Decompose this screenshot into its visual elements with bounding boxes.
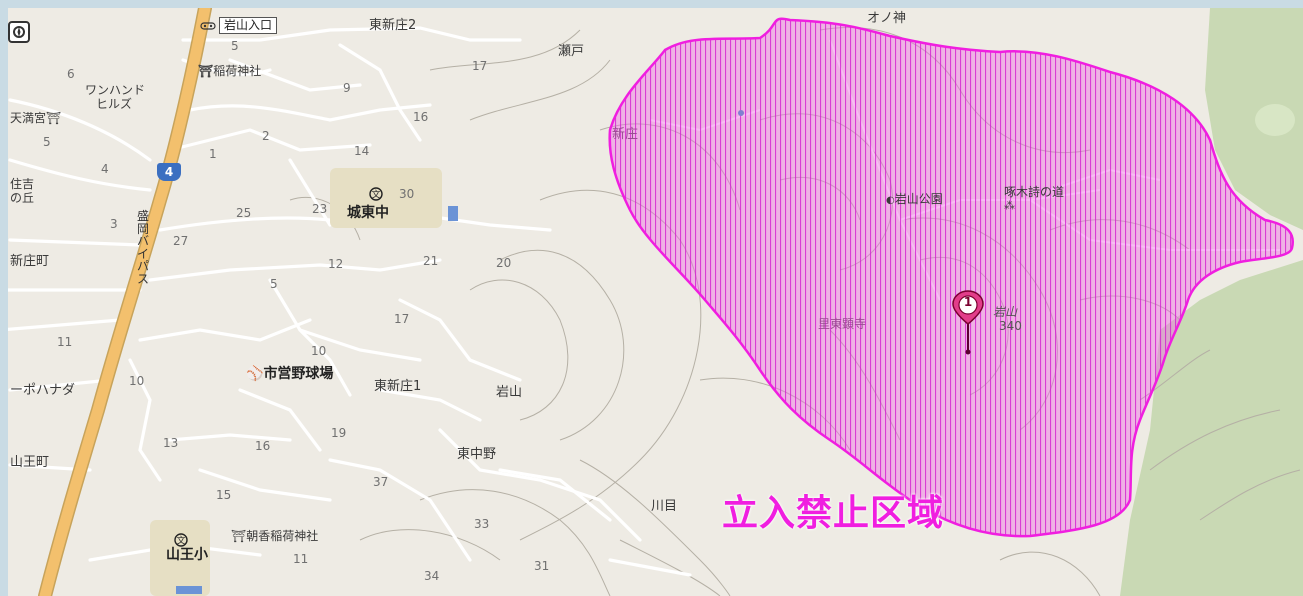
block-number: 16	[413, 110, 429, 124]
shrine-label[interactable]: 天満宮⛩	[10, 112, 61, 124]
school-marker[interactable]: 文	[174, 532, 188, 551]
route-shield-number: 4	[164, 165, 174, 179]
block-number: 34	[424, 569, 440, 583]
torii-icon: ⛩	[46, 111, 62, 125]
block-number: 13	[163, 436, 179, 450]
facility-name: 市営野球場	[263, 366, 334, 382]
block-number: 10	[311, 344, 327, 358]
pin-icon	[952, 290, 984, 355]
torii-icon: ⛩	[231, 529, 247, 543]
compass-toggle-icon	[13, 26, 25, 38]
school-label[interactable]: 城東中	[347, 205, 389, 221]
forest-clearing	[1255, 104, 1295, 136]
block-number: 1	[209, 147, 217, 161]
park-icon: ◐	[886, 195, 895, 206]
place-label[interactable]: 山王町	[10, 455, 50, 470]
block-number: 19	[331, 426, 347, 440]
trail-label[interactable]: 啄木詩の道	[1004, 185, 1065, 199]
shrine-name: 朝香稲荷神社	[246, 529, 319, 543]
map-control-button[interactable]	[8, 21, 30, 43]
block-number: 14	[354, 144, 370, 158]
place-label[interactable]: の丘	[10, 191, 35, 205]
place-label[interactable]: 瀬戸	[558, 44, 585, 59]
place-label[interactable]: ーポハナダ	[10, 383, 76, 398]
facility-square	[448, 206, 458, 221]
place-label[interactable]: 住吉	[10, 177, 35, 191]
block-number: 15	[216, 488, 232, 502]
block-number: 2	[262, 129, 270, 143]
place-label[interactable]: ワンハンド	[85, 83, 146, 97]
peak-elevation: 340	[999, 319, 1022, 333]
torii-icon: ⛩	[198, 64, 214, 78]
block-number: 5	[270, 277, 278, 291]
shrine-name: 天満宮	[10, 111, 47, 125]
route-shield: 4	[157, 163, 181, 181]
restricted-zone-label: 立入禁止区域	[722, 493, 945, 534]
pond-dot	[738, 110, 744, 116]
school-icon: 文	[174, 533, 188, 547]
block-number: 16	[255, 439, 271, 453]
shrine-label[interactable]: ⛩稲荷神社	[198, 65, 261, 77]
school-icon: 文	[369, 187, 383, 201]
place-label[interactable]: 東新庄1	[374, 379, 422, 394]
entrance-label[interactable]: 岩山入口	[200, 17, 278, 34]
forest-area-north	[1205, 8, 1303, 230]
place-label[interactable]: 新庄	[612, 127, 639, 142]
block-number: 17	[472, 59, 488, 73]
block-number: 5	[43, 135, 51, 149]
place-label[interactable]: 岩山	[496, 385, 523, 400]
map-marker-pin[interactable]: 1	[950, 290, 986, 360]
map-base-layer	[8, 8, 1303, 596]
school-ground-sanno	[150, 520, 210, 596]
facility-square	[176, 586, 202, 594]
svg-text:文: 文	[176, 535, 185, 547]
block-number: 25	[236, 206, 252, 220]
block-number: 6	[67, 67, 75, 81]
block-number: 31	[534, 559, 550, 573]
place-label[interactable]: 東新庄2	[369, 18, 417, 33]
park-name: 岩山公園	[894, 192, 943, 206]
block-number: 9	[343, 81, 351, 95]
block-number: 4	[101, 162, 109, 176]
place-label[interactable]: オノ神	[867, 11, 907, 26]
park-label[interactable]: ◐岩山公園	[886, 193, 943, 206]
school-label[interactable]: 山王小	[166, 547, 208, 563]
block-number: 12	[328, 257, 344, 271]
block-number: 30	[399, 187, 415, 201]
place-label[interactable]: 東中野	[457, 447, 497, 462]
shrine-name: 稲荷神社	[213, 64, 262, 78]
block-number: 11	[57, 335, 73, 349]
map-canvas[interactable]	[8, 8, 1303, 596]
peak-label[interactable]: 岩山	[993, 305, 1018, 319]
block-number: 33	[474, 517, 490, 531]
block-number: 27	[173, 234, 189, 248]
place-label[interactable]: 川目	[651, 499, 678, 514]
block-number: 10	[129, 374, 145, 388]
entrance-text: 岩山入口	[219, 17, 278, 34]
restricted-zone-area	[608, 17, 1294, 538]
entrance-icon	[200, 21, 216, 30]
block-number: 21	[423, 254, 439, 268]
road-label-bypass[interactable]: 盛岡バイパス	[136, 209, 149, 286]
shrine-label[interactable]: ⛩朝香稲荷神社	[231, 530, 318, 542]
block-number: 17	[394, 312, 410, 326]
temple-label[interactable]: 里東顕寺	[818, 317, 867, 331]
facility-label[interactable]: ⚾市営野球場	[246, 367, 333, 381]
block-number: 3	[110, 217, 118, 231]
marker-number: 1	[963, 295, 973, 309]
place-label[interactable]: 新庄町	[10, 254, 50, 269]
trail-icon: ⁂	[1004, 199, 1015, 212]
block-number: 37	[373, 475, 389, 489]
school-ground-joto	[330, 168, 442, 228]
block-number: 23	[312, 202, 328, 216]
block-number: 5	[231, 39, 239, 53]
baseball-icon: ⚾	[246, 366, 264, 382]
block-number: 11	[293, 552, 309, 566]
place-label[interactable]: ヒルズ	[96, 97, 133, 111]
block-number: 20	[496, 256, 512, 270]
svg-text:文: 文	[371, 189, 380, 201]
